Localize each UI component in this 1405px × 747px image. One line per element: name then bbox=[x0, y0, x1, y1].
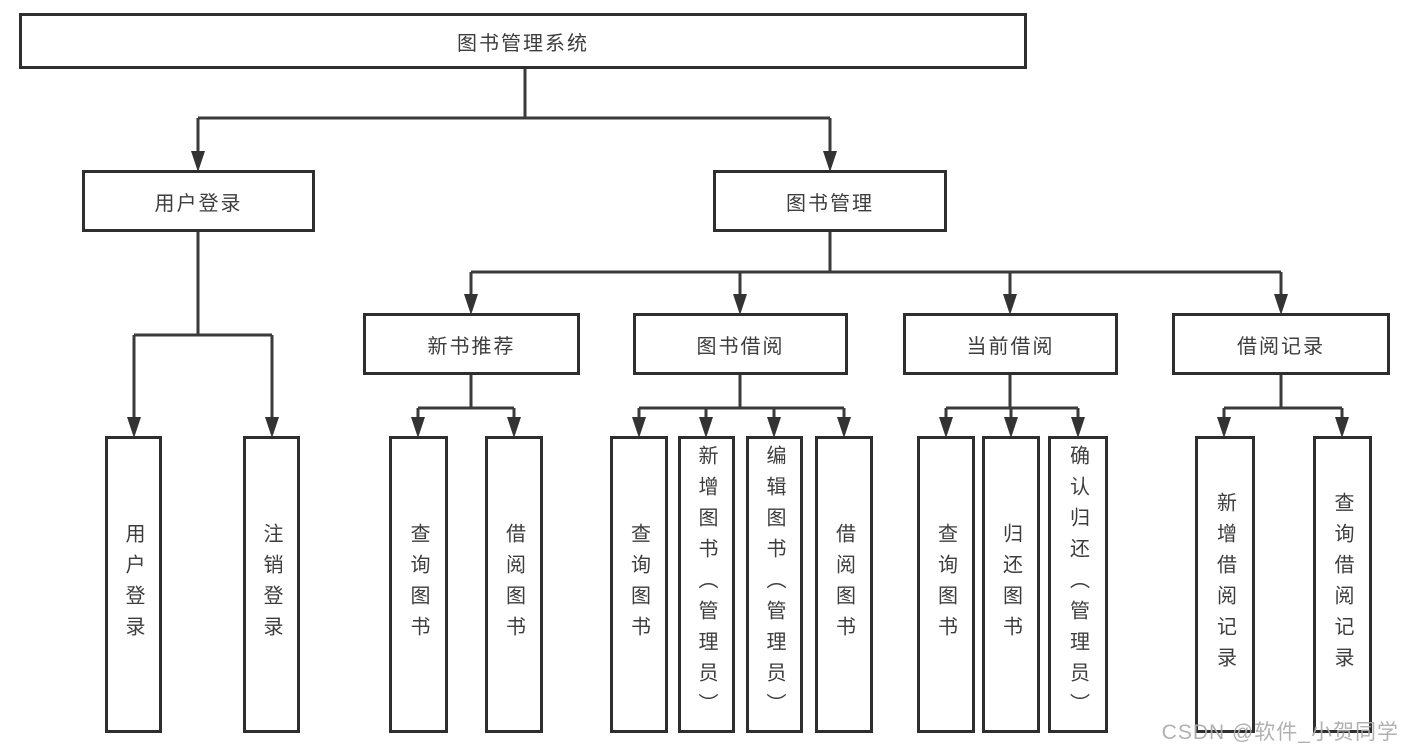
node-query-borrow-record: 查询借阅记录 bbox=[1313, 436, 1372, 733]
node-add-books-admin: 新增图书（管理员） bbox=[678, 436, 735, 733]
node-label: 注销登录 bbox=[260, 522, 282, 647]
node-label: 查询图书 bbox=[627, 522, 650, 647]
node-edit-books-admin: 编辑图书（管理员） bbox=[746, 436, 803, 733]
node-label: 借阅图书 bbox=[502, 522, 525, 647]
node-label: 图书管理 bbox=[786, 192, 874, 215]
node-label: 用户登录 bbox=[154, 192, 243, 215]
node-label: 当前借阅 bbox=[966, 335, 1055, 358]
node-query-books-borrowing: 查询图书 bbox=[610, 436, 668, 733]
node-book-borrowing: 图书借阅 bbox=[633, 313, 848, 375]
node-query-books-recommend: 查询图书 bbox=[389, 436, 448, 733]
node-label: 图书管理系统 bbox=[457, 32, 589, 55]
node-borrow-books: 借阅图书 bbox=[815, 436, 873, 733]
node-label: 借阅图书 bbox=[832, 522, 855, 647]
arrowhead-icons bbox=[127, 151, 1349, 438]
node-user-login-action: 用户登录 bbox=[105, 436, 162, 733]
node-label: 查询借阅记录 bbox=[1331, 491, 1353, 678]
node-library-management-system: 图书管理系统 bbox=[19, 13, 1027, 69]
node-label: 用户登录 bbox=[122, 522, 144, 647]
node-add-borrow-record: 新增借阅记录 bbox=[1195, 436, 1255, 733]
node-label: 新增图书（管理员） bbox=[695, 445, 717, 724]
node-new-book-recommendation: 新书推荐 bbox=[363, 313, 580, 375]
node-label: 新书推荐 bbox=[427, 335, 516, 358]
node-label: 查询图书 bbox=[934, 522, 957, 647]
node-label: 确认归还（管理员） bbox=[1066, 445, 1089, 724]
node-borrow-books-recommend: 借阅图书 bbox=[485, 436, 543, 733]
node-label: 查询图书 bbox=[407, 522, 429, 647]
node-label: 归还图书 bbox=[999, 522, 1022, 647]
node-borrowing-records: 借阅记录 bbox=[1172, 313, 1390, 375]
node-return-books: 归还图书 bbox=[982, 436, 1040, 733]
node-label: 借阅记录 bbox=[1237, 335, 1325, 358]
node-book-management: 图书管理 bbox=[713, 170, 947, 232]
node-label: 图书借阅 bbox=[696, 335, 785, 358]
node-logout-action: 注销登录 bbox=[243, 436, 300, 733]
node-user-login: 用户登录 bbox=[82, 170, 315, 232]
node-label: 编辑图书（管理员） bbox=[763, 445, 785, 724]
node-label: 新增借阅记录 bbox=[1213, 491, 1236, 678]
node-confirm-return-admin: 确认归还（管理员） bbox=[1048, 436, 1108, 733]
node-current-borrowing: 当前借阅 bbox=[903, 313, 1118, 375]
node-query-books-current: 查询图书 bbox=[917, 436, 975, 733]
